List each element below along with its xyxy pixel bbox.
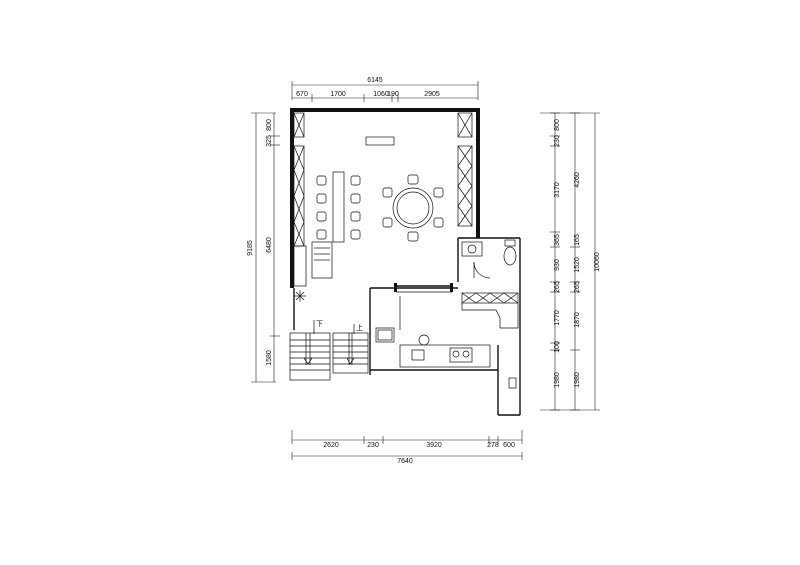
dim-top-seg-1: 670 [296, 91, 308, 98]
dim-right-seg-9: 1980 [554, 372, 561, 388]
right-dimensions: 800 230 3170 365 930 265 1770 100 1980 4… [540, 112, 601, 411]
walls [290, 108, 521, 416]
dim-top-seg-5: 2905 [424, 91, 440, 98]
left-cabinets [293, 112, 333, 287]
stairs-left: 下 [289, 320, 331, 381]
dim-right-mid-1: 4260 [574, 172, 581, 188]
bathroom [461, 239, 517, 279]
kitchen-upper-cabinet [461, 292, 519, 329]
dim-right-seg-4: 365 [554, 234, 561, 246]
dim-left-seg-1: 800 [266, 119, 273, 131]
dim-bottom-seg-2: 230 [367, 442, 379, 449]
dim-left-seg-4: 1580 [266, 350, 273, 366]
top-dimensions: 6145 670 1700 1060 190 2905 [291, 77, 479, 102]
dim-top-seg-4: 190 [387, 91, 399, 98]
bottom-dimensions: 2620 230 3920 278 600 7640 [291, 430, 523, 465]
round-dining-table [382, 174, 444, 242]
dim-right-mid-3: 1520 [574, 257, 581, 273]
rectangular-dining-table [316, 171, 361, 243]
dim-right-seg-8: 100 [554, 341, 561, 353]
dim-right-mid-5: 1870 [574, 312, 581, 328]
dim-right-seg-2: 230 [554, 135, 561, 147]
sliding-door [394, 283, 453, 293]
dim-right-seg-6: 265 [554, 281, 561, 293]
dim-bottom-seg-5: 600 [503, 442, 515, 449]
dim-bottom-total: 7640 [397, 458, 413, 465]
dim-bottom-seg-3: 3920 [426, 442, 442, 449]
dim-top-total: 6145 [367, 77, 383, 84]
ceiling-light [365, 136, 395, 146]
dim-bottom-seg-1: 2620 [323, 442, 339, 449]
dim-right-outer: 10060 [594, 252, 601, 272]
dim-right-seg-3: 3170 [554, 182, 561, 198]
dim-right-mid-4: 265 [574, 281, 581, 293]
dim-left-seg-2: 325 [266, 135, 273, 147]
dim-left-seg-3: 6480 [266, 237, 273, 253]
dim-bottom-seg-4: 278 [487, 442, 499, 449]
dim-left-outer: 9185 [247, 240, 254, 256]
stair-down-label: 下 [316, 320, 323, 328]
plant-icon [294, 290, 306, 302]
dim-right-mid-2: 165 [574, 234, 581, 246]
right-cabinets [457, 112, 473, 227]
left-dimensions: 9185 800 325 6480 1580 [247, 112, 280, 383]
stairs-right: 上 [332, 323, 369, 374]
dim-right-mid-6: 1980 [574, 372, 581, 388]
dim-top-seg-3: 1060 [373, 91, 389, 98]
stair-up-label: 上 [356, 323, 363, 332]
dim-right-seg-1: 800 [554, 119, 561, 131]
kitchen-counter [375, 296, 517, 389]
dim-right-seg-7: 1770 [554, 310, 561, 326]
dim-top-seg-2: 1700 [330, 91, 346, 98]
dim-right-seg-5: 930 [554, 259, 561, 271]
